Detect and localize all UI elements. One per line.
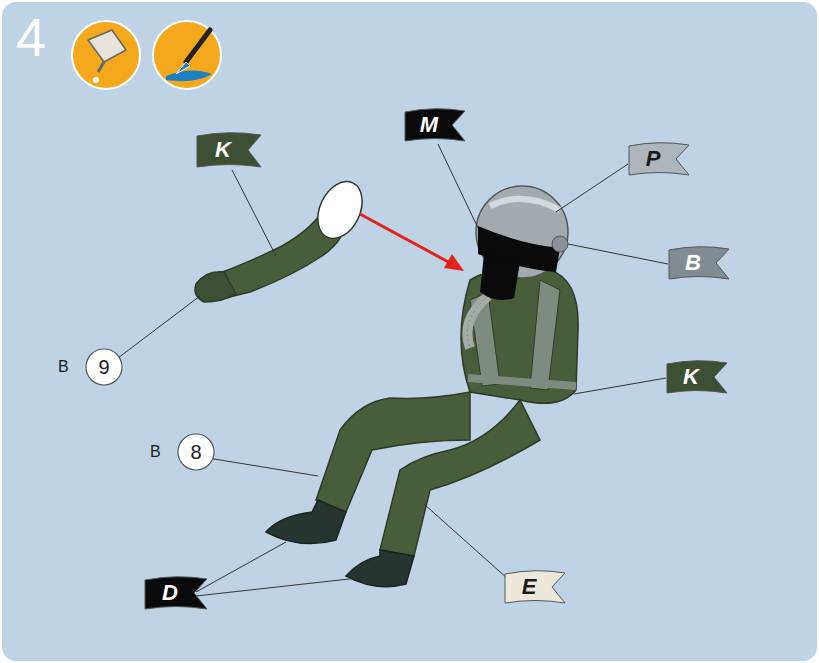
sprue-letter: B: [150, 444, 161, 460]
paint-code: P: [646, 148, 661, 170]
callout-circle: B8: [150, 433, 216, 471]
color-flag: K: [666, 360, 728, 394]
callout-number: 9: [98, 357, 109, 377]
color-flag: E: [504, 570, 566, 604]
color-flag: K: [196, 132, 262, 168]
paint-code: K: [683, 366, 699, 388]
glue-icon: [72, 21, 140, 89]
callout-circle: B9: [58, 348, 124, 386]
paint-code: M: [420, 114, 438, 136]
paint-code: K: [215, 139, 231, 161]
color-flag: B: [668, 246, 730, 280]
paint-code: D: [162, 582, 178, 604]
paint-icon: [153, 21, 221, 89]
paint-code: E: [522, 576, 537, 598]
pilot-arm: [195, 174, 371, 302]
pilot-figure: [266, 186, 578, 587]
assembly-arrow: [360, 214, 464, 271]
color-flag: D: [144, 576, 208, 610]
callout-number: 8: [190, 442, 201, 462]
sprue-letter: B: [58, 359, 69, 375]
paint-code: B: [685, 252, 701, 274]
step-number: 4: [16, 10, 46, 64]
color-flag: M: [404, 108, 466, 142]
leader-lines: [118, 144, 668, 596]
color-flag: P: [628, 142, 690, 176]
